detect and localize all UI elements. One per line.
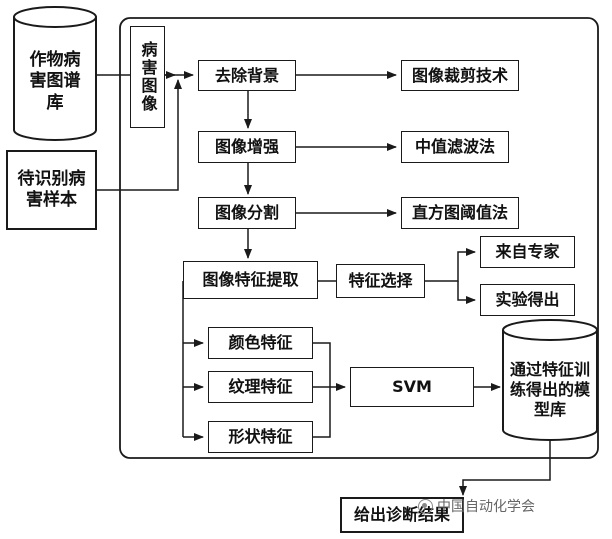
median-filter-box: 中值滤波法 [401, 131, 509, 163]
watermark-text: 中国自动化学会 [437, 499, 535, 515]
disease-image-box: 病害图像 [130, 26, 165, 128]
image-segment-box: 图像分割 [198, 197, 296, 229]
system-frame [119, 17, 599, 459]
histogram-threshold-box: 直方图阈值法 [401, 197, 519, 229]
edge-model-to-result [459, 440, 551, 496]
disease-library-label: 作物病害图谱库 [29, 50, 81, 113]
edge-select-to-experiment [457, 281, 476, 304]
expert-box: 来自专家 [480, 236, 575, 268]
shape-feature-box: 形状特征 [208, 421, 313, 453]
texture-feature-box: 纹理特征 [208, 371, 313, 403]
crop-technique-box: 图像裁剪技术 [401, 60, 519, 91]
edge-select-to-expert [425, 248, 476, 282]
edge-color-to-svm [313, 342, 331, 387]
remove-background-box: 去除背景 [198, 60, 296, 91]
image-enhance-box: 图像增强 [198, 131, 296, 163]
model-library-cylinder [502, 319, 598, 441]
sample-box: 待识别病害样本 [6, 150, 97, 230]
feature-select-box: 特征选择 [336, 264, 425, 298]
model-library-label: 通过特征训练得出的模型库 [510, 360, 591, 419]
svm-box: SVM [350, 367, 474, 407]
edge-sample-to-image [97, 79, 182, 191]
disease-library-cylinder [13, 6, 97, 141]
watermark: 中国自动化学会 [418, 496, 535, 516]
feature-extract-box: 图像特征提取 [183, 261, 318, 299]
edge-shape-to-svm [313, 387, 331, 438]
watermark-icon [418, 498, 433, 514]
color-feature-box: 颜色特征 [208, 327, 313, 359]
experiment-box: 实验得出 [480, 284, 575, 316]
